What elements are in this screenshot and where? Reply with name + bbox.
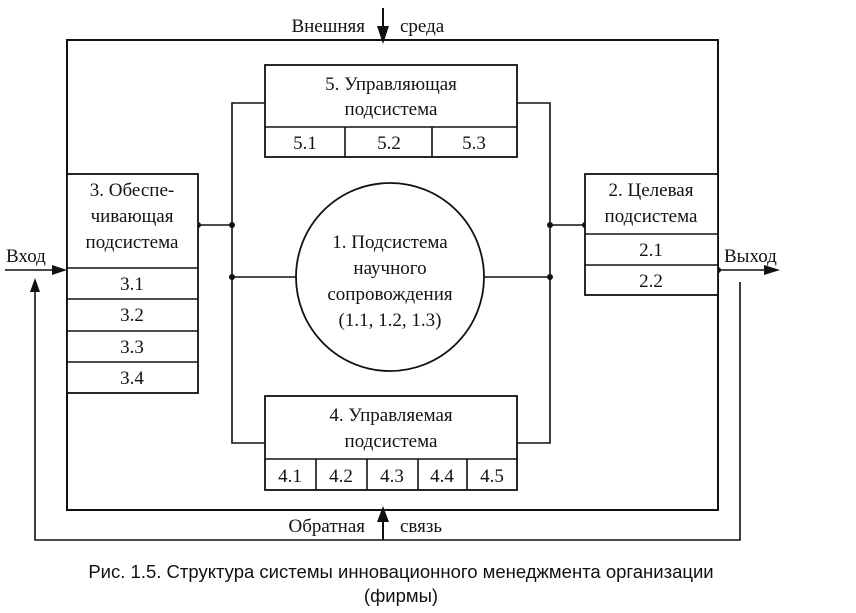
subsystem-1-scientific-support: 1. Подсистема научного сопровождения (1.… bbox=[295, 182, 485, 372]
sub5-title-line2: подсистема bbox=[345, 99, 438, 120]
sub3-title-line2: чивающая bbox=[91, 206, 174, 227]
sub3-title-line1: 3. Обеспе- bbox=[90, 180, 174, 201]
sub2-cell-1: 2.1 bbox=[639, 240, 663, 261]
sub3-title-line3: подсистема bbox=[86, 232, 179, 253]
input-label: Вход bbox=[6, 246, 46, 267]
figure-caption-line2: (фирмы) bbox=[364, 585, 438, 606]
sub4-title-line2: подсистема bbox=[345, 431, 438, 452]
sub5-cell-3: 5.3 bbox=[462, 133, 486, 154]
junction-dot-left-upper bbox=[229, 222, 235, 228]
sub2-title-line2: подсистема bbox=[605, 206, 698, 227]
sub4-cell-2: 4.2 bbox=[329, 466, 353, 487]
junction-dot-right-center bbox=[547, 274, 553, 280]
figure-caption-line1: Рис. 1.5. Структура системы инновационно… bbox=[88, 561, 713, 582]
sub4-cell-3: 4.3 bbox=[380, 466, 404, 487]
subsystem-5-managing: 5. Управляющая подсистема 5.1 5.2 5.3 bbox=[264, 64, 518, 158]
external-env-left-label: Внешняя bbox=[291, 16, 365, 37]
subsystem-2-target: 2. Целевая подсистема 2.1 2.2 bbox=[584, 173, 719, 296]
sub2-title-line1: 2. Целевая bbox=[609, 180, 694, 201]
sub4-title-line1: 4. Управляемая bbox=[329, 405, 453, 426]
sub5-cell-1: 5.1 bbox=[293, 133, 317, 154]
sub2-cell-2: 2.2 bbox=[639, 271, 663, 292]
junction-dot-right-upper bbox=[547, 222, 553, 228]
input-arrow bbox=[5, 265, 67, 275]
sub1-title-line1: 1. Подсистема bbox=[332, 232, 448, 253]
output-arrow bbox=[718, 265, 780, 275]
output-label: Выход bbox=[724, 246, 777, 267]
external-environment-arrow bbox=[377, 8, 389, 44]
sub1-title-line2: научного bbox=[353, 258, 426, 279]
sub4-cell-5: 4.5 bbox=[480, 466, 504, 487]
feedback-left-label: Обратная bbox=[289, 516, 366, 537]
feedback-arrow bbox=[377, 506, 389, 540]
sub3-cell-2: 3.2 bbox=[120, 305, 144, 326]
junction-dot-left-center bbox=[229, 274, 235, 280]
sub5-title-line1: 5. Управляющая bbox=[325, 74, 457, 95]
sub3-cell-4: 3.4 bbox=[120, 368, 144, 389]
sub5-cell-2: 5.2 bbox=[377, 133, 401, 154]
sub1-title-line3: сопровождения bbox=[327, 284, 453, 305]
feedback-right-label: связь bbox=[400, 516, 442, 537]
sub3-cell-1: 3.1 bbox=[120, 274, 144, 295]
external-env-right-label: среда bbox=[400, 16, 445, 37]
internal-links bbox=[198, 102, 585, 444]
sub4-cell-4: 4.4 bbox=[430, 466, 454, 487]
subsystem-3-supporting: 3. Обеспе- чивающая подсистема 3.1 3.2 3… bbox=[66, 173, 199, 394]
sub1-title-line4: (1.1, 1.2, 1.3) bbox=[339, 310, 442, 331]
feedback-loop bbox=[30, 278, 741, 541]
sub3-cell-3: 3.3 bbox=[120, 337, 144, 358]
sub4-cell-1: 4.1 bbox=[278, 466, 302, 487]
subsystem-4-managed: 4. Управляемая подсистема 4.1 4.2 4.3 4.… bbox=[264, 395, 518, 491]
